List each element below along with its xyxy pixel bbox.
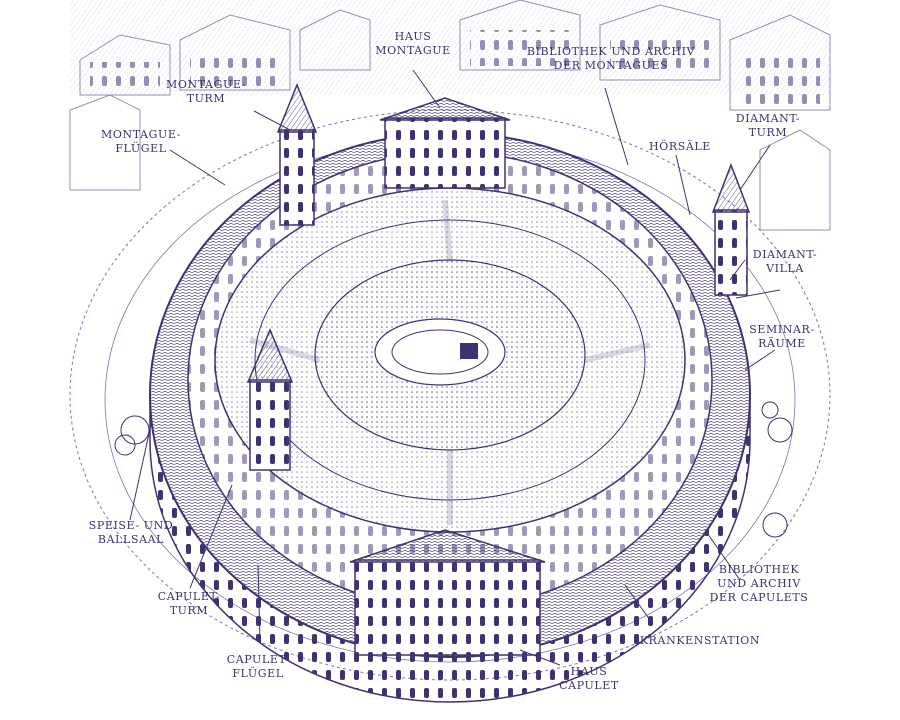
label-line: VILLA	[766, 262, 804, 275]
label-line: HAUS	[394, 30, 432, 43]
label-line: KRANKENSTATION	[639, 634, 761, 647]
label-line: MONTAGUE-	[166, 78, 246, 91]
label-line: RÄUME	[758, 337, 806, 350]
background-town	[69, 0, 831, 231]
label-montague-turm: MONTAGUE- TURM	[160, 78, 252, 106]
label-haus-capulet: HAUS CAPULET	[543, 665, 635, 693]
label-line: TURM	[748, 126, 788, 139]
label-line: CAPULET	[559, 679, 619, 692]
label-bibliothek-capulets: BIBLIOTHEK UND ARCHIV DER CAPULETS	[700, 563, 818, 605]
label-line: BALLSAAL	[97, 533, 165, 546]
label-krankenstation: KRANKENSTATION	[630, 634, 770, 648]
montague-tower	[276, 82, 318, 226]
label-line: HAUS	[570, 665, 608, 678]
label-seminar-raeume: SEMINAR- RÄUME	[740, 323, 824, 351]
label-line: UND ARCHIV	[717, 577, 801, 590]
label-line: HÖRSÄLE	[649, 140, 711, 153]
fountain	[460, 343, 478, 359]
label-speise-ballsaal: SPEISE- UND BALLSAAL	[85, 519, 177, 547]
garden	[214, 187, 686, 533]
label-line: CAPULET-	[157, 590, 221, 603]
capulet-tower	[246, 328, 294, 471]
label-line: DIAMANT-	[752, 248, 818, 261]
label-line: FLÜGEL	[232, 667, 284, 680]
label-diamant-turm: DIAMANT- TURM	[728, 112, 808, 140]
leader-lines	[129, 69, 781, 666]
label-hoersaele: HÖRSÄLE	[640, 140, 720, 154]
label-line: BIBLIOTHEK	[718, 563, 800, 576]
label-line: DIAMANT-	[735, 112, 801, 125]
label-line: SPEISE- UND	[88, 519, 174, 532]
haus-montague-building	[379, 97, 511, 189]
label-line: MONTAGUE	[375, 44, 451, 57]
diamant-tower	[711, 162, 751, 296]
label-diamant-villa: DIAMANT- VILLA	[745, 248, 825, 276]
haus-capulet-building	[349, 529, 546, 656]
label-montague-fluegel: MONTAGUE- FLÜGEL	[95, 128, 187, 156]
label-bibliothek-montagues: BIBLIOTHEK UND ARCHIV DER MONTAGUES	[516, 45, 706, 73]
label-line: TURM	[186, 92, 226, 105]
label-line: BIBLIOTHEK UND ARCHIV	[526, 45, 696, 58]
label-capulet-fluegel: CAPULET- FLÜGEL	[212, 653, 304, 681]
label-line: FLÜGEL	[115, 142, 167, 155]
label-line: MONTAGUE-	[101, 128, 181, 141]
label-haus-montague: HAUS MONTAGUE	[367, 30, 459, 58]
label-capulet-turm: CAPULET- TURM	[143, 590, 235, 618]
label-line: DER MONTAGUES	[553, 59, 669, 72]
label-line: CAPULET-	[226, 653, 290, 666]
label-line: DER CAPULETS	[709, 591, 809, 604]
label-line: SEMINAR-	[749, 323, 815, 336]
trees	[114, 401, 793, 538]
label-line: TURM	[169, 604, 209, 617]
